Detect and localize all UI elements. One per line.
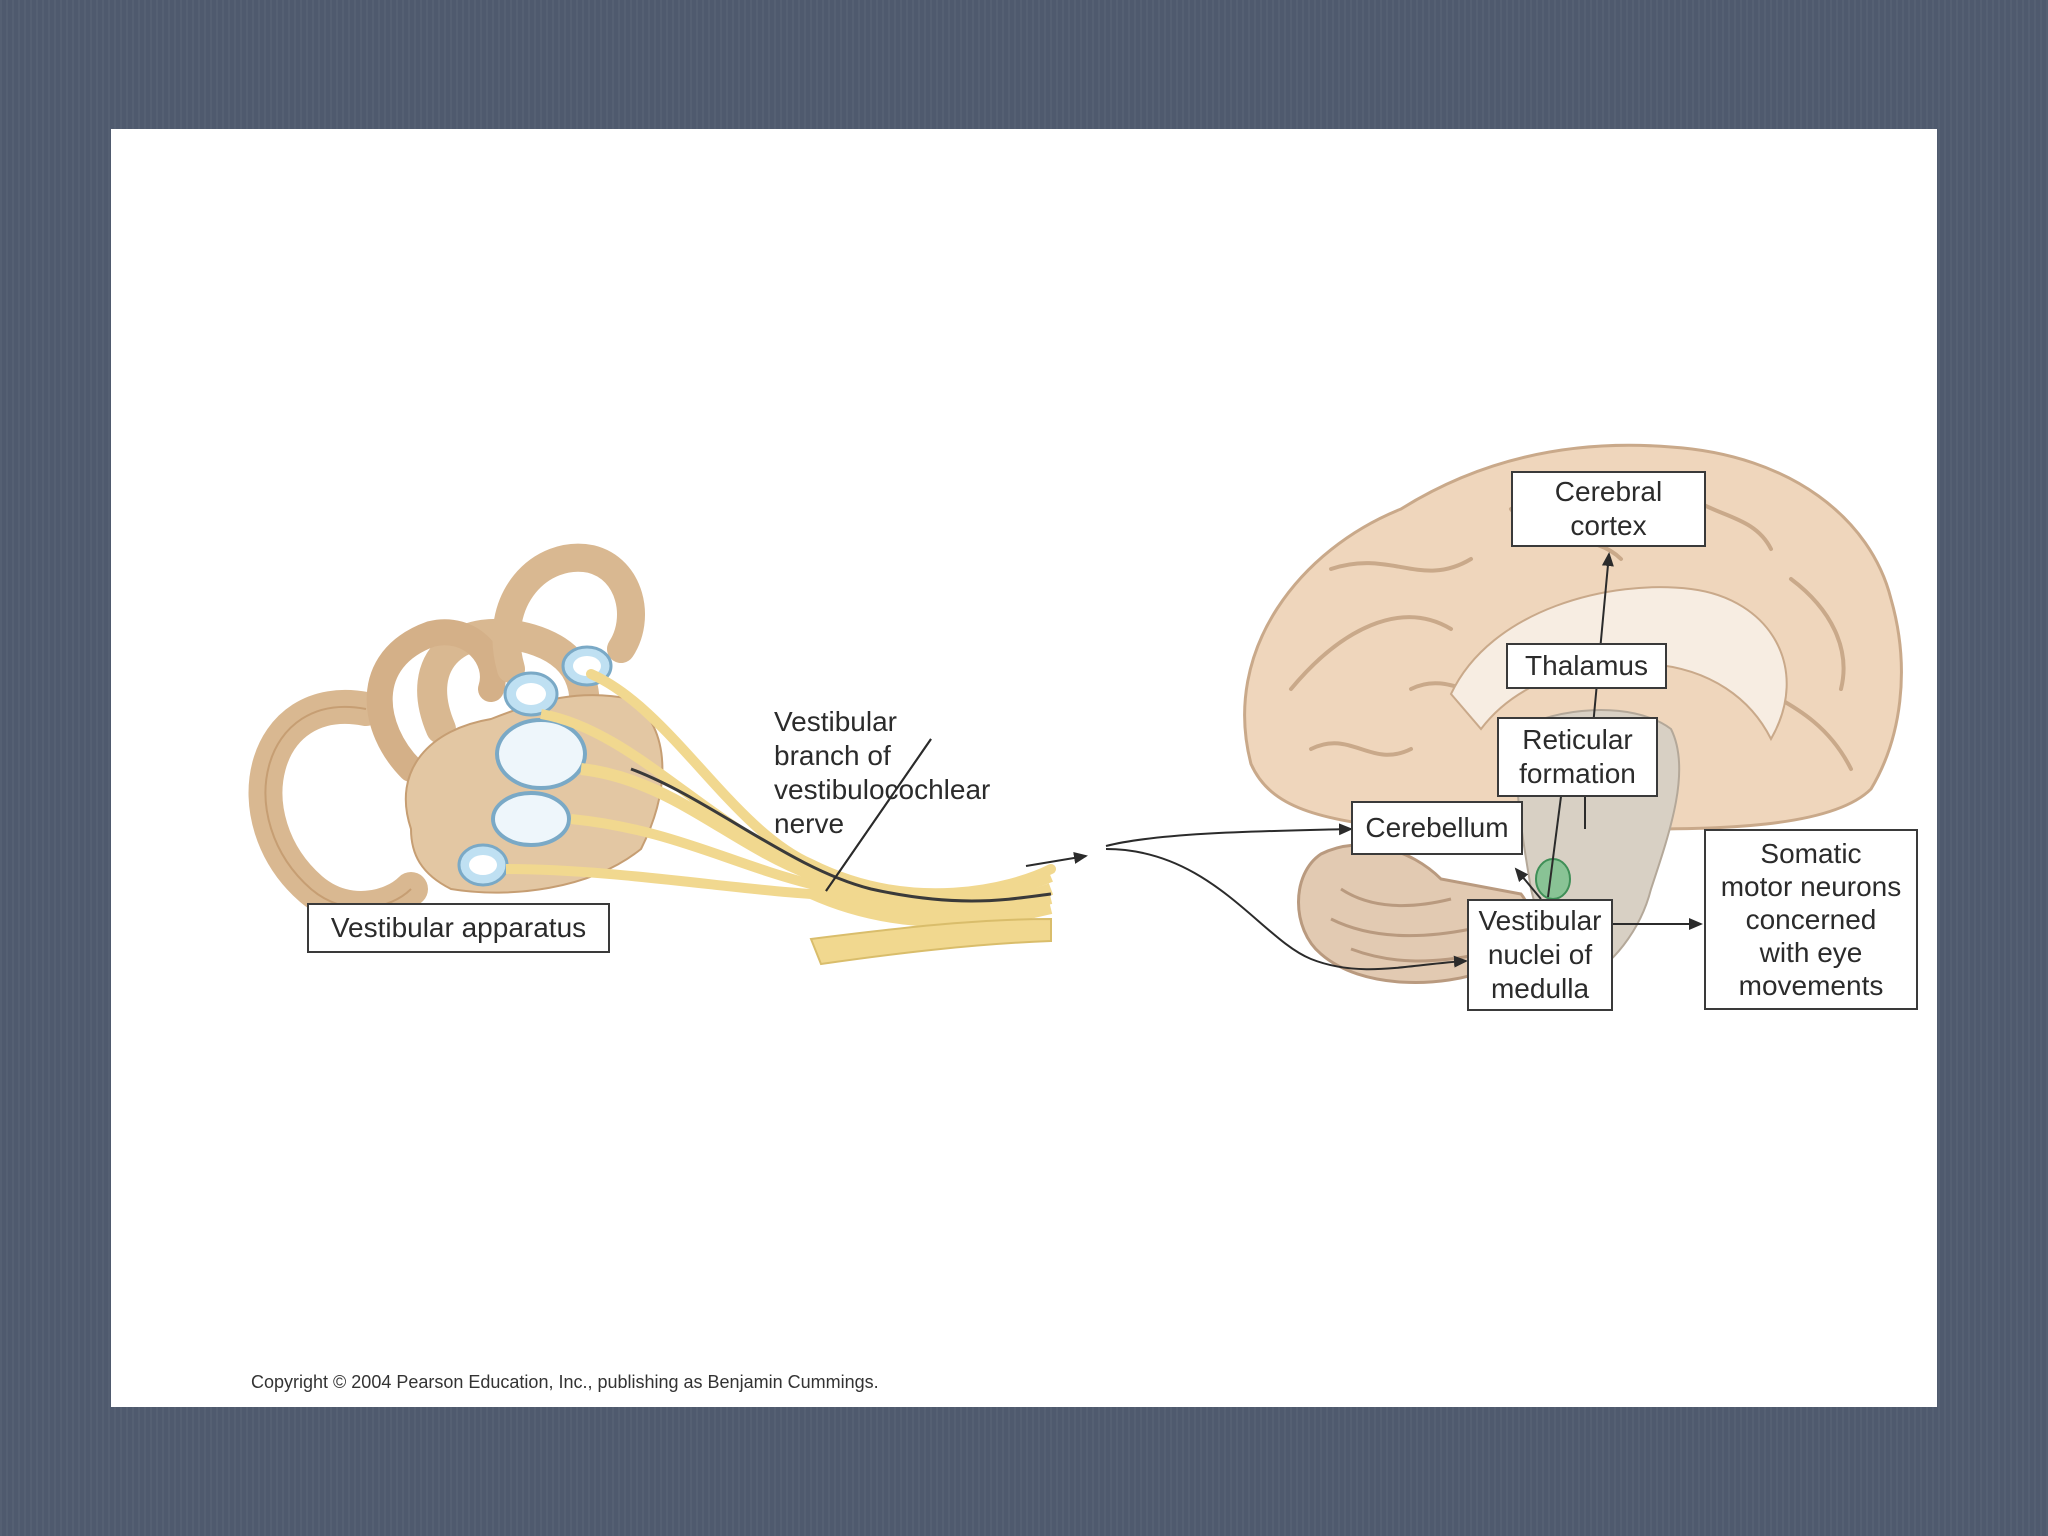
cerebral-cortex-label: Cerebral cortex [1511, 471, 1706, 547]
vestibular-branch-label: Vestibular branch of vestibulocochlear n… [774, 706, 991, 839]
vestibular-apparatus-label: Vestibular apparatus [307, 903, 610, 953]
vestibular-apparatus-illustration [248, 543, 664, 925]
reticular-formation-label: Reticular formation [1497, 717, 1658, 797]
slide-canvas: Vestibular apparatus Vestibular branch o… [111, 129, 1937, 1407]
diagram-illustration [248, 443, 1903, 985]
copyright-notice: Copyright © 2004 Pearson Education, Inc.… [251, 1372, 879, 1392]
cerebellum-label: Cerebellum [1351, 801, 1523, 855]
thalamus-label: Thalamus [1506, 643, 1667, 689]
vestibular-nerve-illustration [505, 669, 1088, 966]
vestibular-nuclei-label: Vestibular nuclei of medulla [1467, 899, 1613, 1011]
somatic-motor-neurons-label: Somatic motor neurons concerned with eye… [1704, 829, 1918, 1010]
